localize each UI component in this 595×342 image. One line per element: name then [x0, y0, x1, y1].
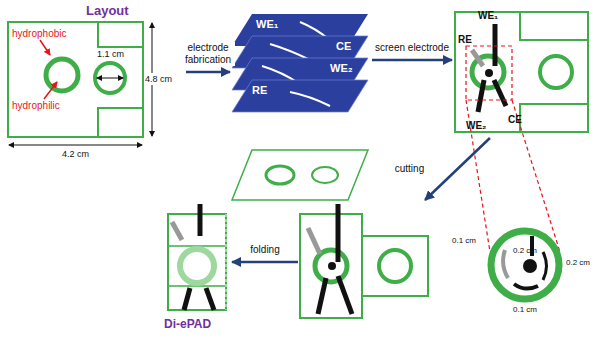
cut-sheet-panel — [298, 200, 432, 322]
dimension-label: 4.8 cm — [145, 73, 172, 85]
process-arrow — [425, 138, 490, 200]
screen-stack-panel: WE₁ CE WE₂ RE — [230, 12, 372, 204]
screen-stack — [232, 14, 368, 200]
region-label: hydrophobic — [12, 28, 66, 40]
electrode-name: WE₂ — [466, 120, 487, 132]
step-label: folding — [243, 244, 287, 256]
pointer-arrow — [40, 40, 50, 55]
dimension-line — [9, 145, 142, 146]
dimension-label: 0.1 cm — [513, 305, 537, 314]
printed-sheet — [455, 12, 588, 132]
printed-sheet-panel: WE₁ RE CE WE₂ — [452, 8, 592, 138]
step-label: electrode fabrication — [181, 42, 235, 66]
layout-sheet — [8, 22, 143, 137]
region-label: hydrophilic — [12, 100, 60, 112]
process-arrow — [372, 59, 452, 62]
electrode-name: RE — [252, 84, 267, 97]
step-label: screen electrode — [370, 42, 454, 54]
zoom-detail — [491, 231, 559, 299]
electrode-name: RE — [458, 34, 472, 46]
zoom-leader — [466, 100, 490, 252]
dimension-label: 4.2 cm — [62, 149, 89, 159]
electrode-name: WE₁ — [478, 10, 498, 22]
panel-title: Layout — [86, 4, 129, 19]
process-arrow — [232, 261, 298, 264]
folded-device — [168, 204, 226, 310]
pointer-arrow — [44, 82, 57, 99]
electrode-name: CE — [508, 114, 522, 126]
panel-title: Di-ePAD — [164, 318, 211, 332]
cut-sheet — [300, 204, 428, 318]
device-panel: Di-ePAD — [160, 200, 232, 335]
dimension-label: 0.1 cm — [452, 236, 476, 245]
dimension-line — [97, 78, 123, 79]
dimension-label: 1.1 cm — [97, 49, 124, 59]
process-arrow — [186, 71, 230, 74]
dimension-label: 0.2 cm — [566, 258, 590, 267]
step-label: cutting — [389, 163, 429, 175]
electrode-name: WE₁ — [256, 18, 278, 31]
electrode-name: CE — [336, 40, 351, 53]
electrode-name: WE₂ — [330, 62, 353, 75]
dimension-label: 0.2 cm — [513, 246, 537, 255]
